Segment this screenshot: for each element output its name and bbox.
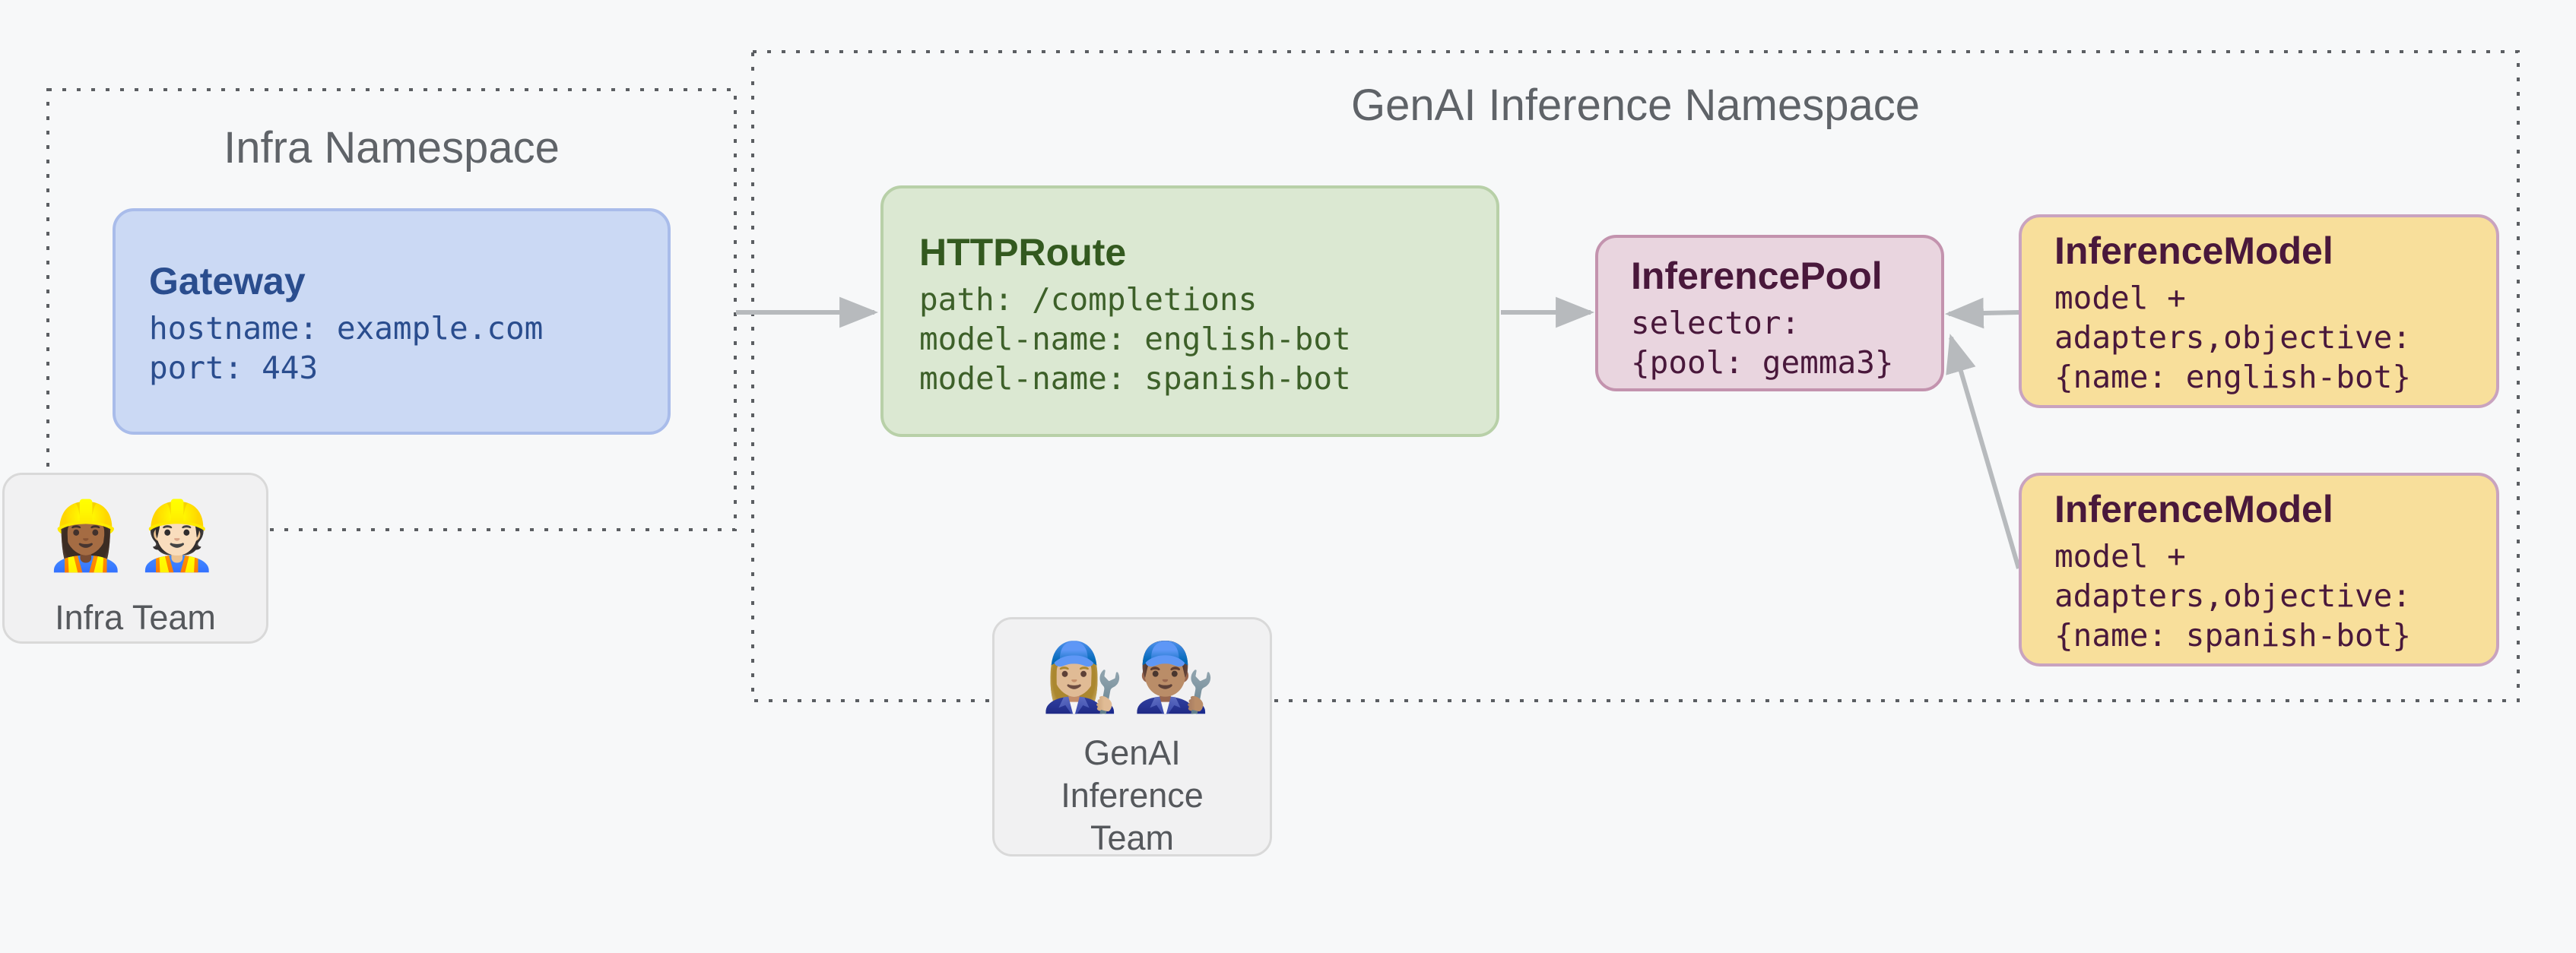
gateway-spec: hostname: example.com port: 443 (149, 309, 668, 388)
infra-namespace-title: Infra Namespace (224, 123, 560, 173)
inference-model-spanish-name-line: {name: spanish-bot} (2054, 617, 2411, 654)
httproute-model-spanish-line: model-name: spanish-bot (919, 360, 1351, 397)
inference-model-english-node: InferenceModel model + adapters,objectiv… (2019, 214, 2499, 408)
construction-workers-icon: 👷🏾‍♀️👷🏻 (44, 498, 227, 573)
infra-team-label: Infra Team (55, 598, 216, 637)
mechanics-icon: 👩🏼‍🔧👨🏽‍🔧 (1041, 639, 1223, 714)
inference-model-spanish-spec: model + adapters,objective: {name: spani… (2054, 537, 2496, 655)
httproute-node: HTTPRoute path: /completions model-name:… (880, 185, 1499, 437)
genai-team-card: 👩🏼‍🔧👨🏽‍🔧 GenAI Inference Team (992, 617, 1272, 857)
arrow-model-english-to-inferencepool (1944, 297, 2019, 329)
inference-model-english-spec: model + adapters,objective: {name: engli… (2054, 278, 2496, 397)
inference-model-spanish-node: InferenceModel model + adapters,objectiv… (2019, 473, 2499, 666)
inference-pool-node: InferencePool selector: {pool: gemma3} (1595, 235, 1944, 391)
inference-pool-pool-line: {pool: gemma3} (1631, 344, 1894, 381)
httproute-title: HTTPRoute (919, 231, 1127, 274)
inference-pool-spec: selector: {pool: gemma3} (1631, 303, 1941, 382)
httproute-spec: path: /completions model-name: english-b… (919, 280, 1496, 398)
gateway-port-line: port: 443 (149, 350, 319, 386)
genai-namespace-title: GenAI Inference Namespace (1351, 81, 1920, 130)
infra-team-card: 👷🏾‍♀️👷🏻 Infra Team (2, 473, 268, 644)
gateway-node: Gateway hostname: example.com port: 443 (113, 208, 671, 435)
inference-model-spanish-title: InferenceModel (2054, 488, 2333, 530)
httproute-path-line: path: /completions (919, 281, 1258, 318)
genai-team-label-line2: Inference (1061, 776, 1204, 815)
gateway-hostname-line: hostname: example.com (149, 310, 544, 347)
gateway-title: Gateway (149, 260, 306, 302)
inference-model-english-adapters-line: adapters,objective: (2054, 319, 2411, 356)
arrow-model-spanish-to-inferencepool (1946, 334, 2021, 569)
inference-model-spanish-model-line: model + (2054, 538, 2186, 575)
genai-team-label: GenAI Inference Team (995, 732, 1270, 860)
genai-team-label-line3: Team (1090, 818, 1175, 857)
inference-pool-selector-line: selector: (1631, 305, 1800, 341)
inference-model-spanish-adapters-line: adapters,objective: (2054, 578, 2411, 614)
inference-model-english-name-line: {name: english-bot} (2054, 359, 2411, 395)
genai-team-label-line1: GenAI (1083, 733, 1181, 772)
inference-model-english-title: InferenceModel (2054, 230, 2333, 272)
inference-pool-title: InferencePool (1631, 255, 1883, 297)
genai-namespace-border (751, 50, 2520, 702)
httproute-model-english-line: model-name: english-bot (919, 321, 1351, 357)
inference-model-english-model-line: model + (2054, 280, 2186, 316)
